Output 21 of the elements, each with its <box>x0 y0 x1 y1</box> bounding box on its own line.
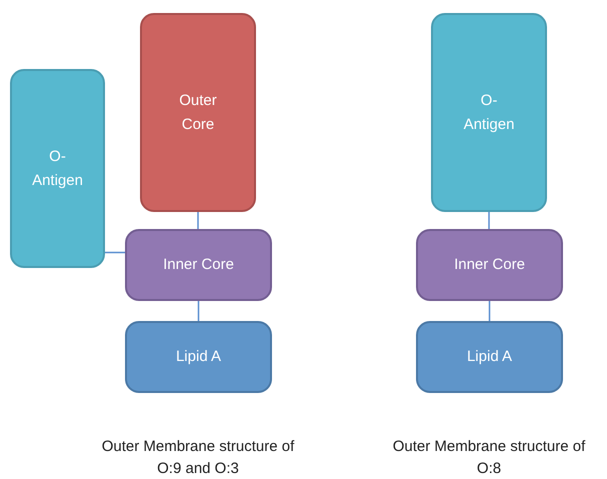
connector-line <box>488 212 490 229</box>
structure-caption: Outer Membrane structure of O:9 and O:3 <box>100 437 296 479</box>
block-box <box>416 229 563 301</box>
connector-line <box>105 252 125 254</box>
block-box <box>125 321 272 393</box>
block-box <box>416 321 563 393</box>
block-label: Inner Core <box>163 255 234 275</box>
block-label: Outer Core <box>178 90 218 134</box>
block-box <box>125 229 272 301</box>
block-box <box>431 13 547 212</box>
block-label: Lipid A <box>176 347 222 367</box>
structure-caption: Outer Membrane structure of O:8 <box>392 437 586 479</box>
block-label: O- Antigen <box>31 146 84 190</box>
block-label: Inner Core <box>454 255 525 275</box>
connector-line <box>488 301 490 321</box>
block-box <box>140 13 256 212</box>
connector-line <box>198 301 200 321</box>
connector-line <box>197 212 199 229</box>
block-label: O- Antigen <box>462 90 516 134</box>
block-box <box>10 69 105 268</box>
block-label: Lipid A <box>466 347 512 367</box>
